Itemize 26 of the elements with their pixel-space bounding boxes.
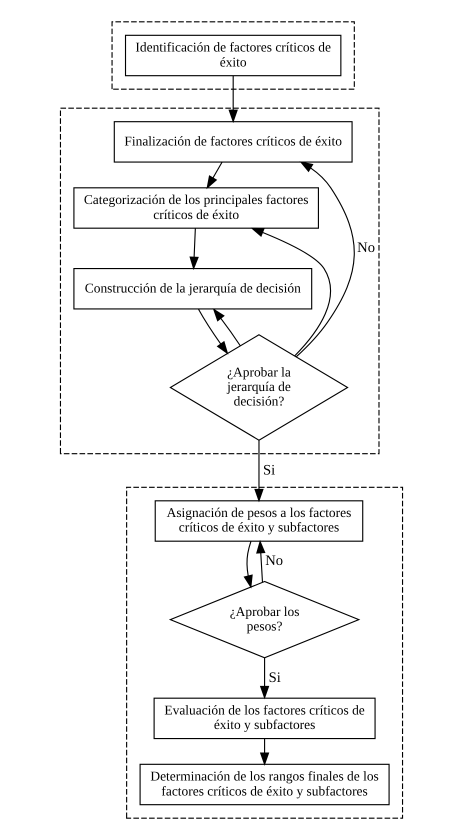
edge-label: No [264, 553, 283, 570]
arrow [259, 658, 269, 700]
node-box: Finalización de factores críticos de éxito [113, 121, 352, 163]
arrow [206, 162, 222, 190]
arrow [228, 76, 238, 124]
node-box: Identificación de factores críticos de éxito [124, 34, 341, 76]
arrow [212, 308, 240, 346]
arrow [243, 541, 252, 589]
arrow [254, 440, 264, 502]
edge-label: Si [262, 462, 275, 478]
node-box: Construcción de la jerarquía de decisión [72, 268, 312, 310]
arrow [250, 228, 331, 356]
edge-label: Si [268, 670, 280, 686]
cluster [111, 21, 354, 90]
node-box: Asignación de pesos a los factores críticos de éxito y subfactores [154, 500, 363, 542]
arrow [296, 161, 354, 358]
node-box: Categorización de los principales factores críticos de éxito [72, 187, 318, 229]
node-box: Evaluación de los factores críticos de éxito y subfactores [153, 698, 376, 740]
arrow [188, 228, 198, 270]
arrow [256, 540, 266, 582]
node-diamond: ¿Aprobar la jerarquía de decisión? [168, 334, 348, 441]
node-diamond: ¿Aprobar los pesos? [168, 580, 360, 658]
arrow [198, 309, 228, 355]
edge-label: No [356, 240, 375, 256]
node-box: Determinación de los rangos finales de los factores críticos de éxito y subfactores [139, 764, 390, 806]
arrow [259, 738, 269, 766]
